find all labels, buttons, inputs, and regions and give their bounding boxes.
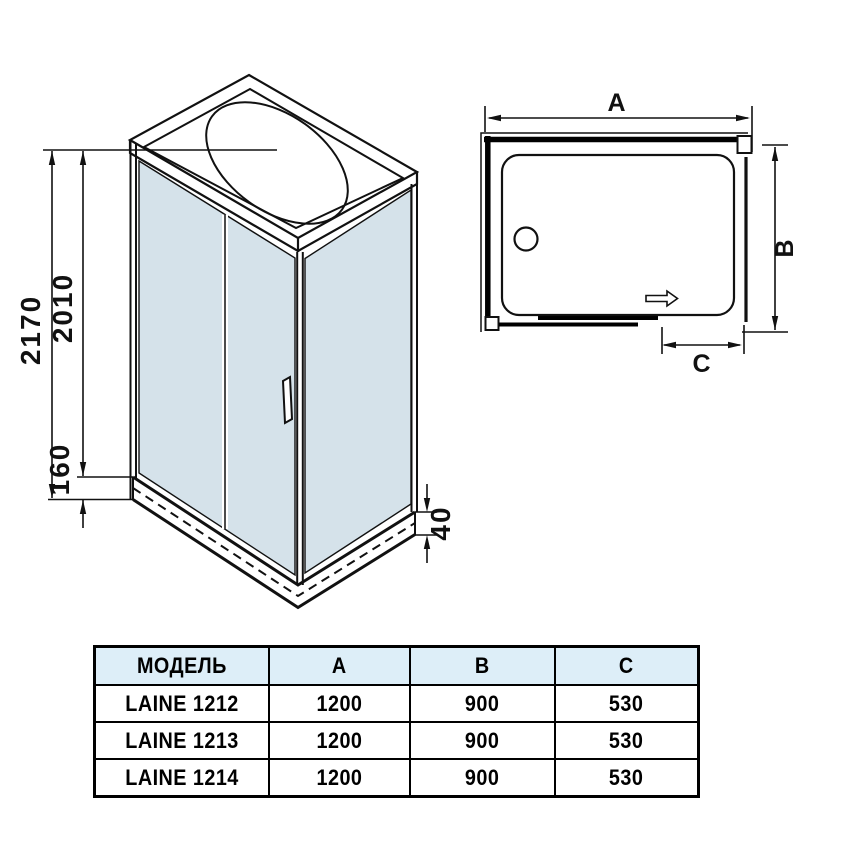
cell-c: 530 [553, 758, 700, 798]
cell-a: 1200 [267, 758, 411, 798]
arrow-down-icon [771, 316, 779, 330]
cell-c: 530 [553, 684, 700, 723]
slide-direction-arrow-icon [645, 289, 679, 308]
dim-40-label: 40 [425, 505, 456, 540]
cell-model: LAINE 1214 [93, 758, 270, 798]
cell-b: 900 [408, 758, 556, 798]
arrow-right-icon [736, 114, 750, 122]
cell-c: 530 [553, 721, 700, 760]
models-table: МОДЕЛЬ A B C LAINE 1212 1200 900 530 LAI… [93, 645, 700, 798]
plan-tray-outline [500, 153, 736, 317]
value-c: 530 [609, 690, 644, 716]
cabin-roof [127, 73, 420, 253]
arrow-down-icon [48, 484, 56, 498]
side-glass-panel [304, 188, 412, 575]
dimension-160: 160 [44, 443, 87, 528]
shower-tray [132, 475, 416, 610]
cell-a: 1200 [267, 684, 411, 723]
model-name: LAINE 1214 [125, 764, 239, 790]
table-header-a: A [267, 645, 411, 686]
arrow-left-icon [662, 341, 676, 349]
table-header-row: МОДЕЛЬ A B C [93, 645, 700, 686]
dim-160-label: 160 [44, 443, 75, 496]
table-header-c: C [553, 645, 700, 686]
table-row: LAINE 1212 1200 900 530 [93, 684, 700, 723]
bottom-left-profile [484, 316, 500, 331]
header-c-label: C [618, 653, 634, 678]
plan-view: A B C [480, 89, 799, 378]
value-a: 1200 [316, 727, 362, 753]
value-a: 1200 [316, 764, 362, 790]
wall-outer-outline [480, 132, 748, 332]
plan-walls [480, 132, 753, 332]
frame-posts [129, 140, 418, 585]
iso-view: 2170 2010 160 40 [15, 73, 456, 610]
header-a-label: A [331, 653, 347, 678]
top-right-profile [736, 135, 753, 154]
cell-b: 900 [408, 684, 556, 723]
model-name: LAINE 1213 [125, 727, 239, 753]
dim-c-label: C [692, 350, 711, 378]
cell-b: 900 [408, 721, 556, 760]
dim-2170-label: 2170 [15, 295, 46, 365]
model-name: LAINE 1212 [125, 690, 239, 716]
dimension-40: 40 [415, 484, 456, 563]
dim-b-label: B [771, 238, 799, 257]
value-c: 530 [609, 764, 644, 790]
tray-dashed-line [132, 487, 416, 598]
arrow-down-icon [423, 498, 431, 512]
arrow-up-icon [79, 151, 87, 165]
header-b-label: B [474, 653, 490, 678]
dimension-b: B [742, 144, 799, 333]
glass-panels [138, 159, 412, 577]
value-b: 900 [464, 764, 500, 790]
arrow-up-icon [48, 151, 56, 165]
dimension-2010: 2010 [47, 151, 133, 478]
value-a: 1200 [316, 690, 362, 716]
dimension-2170: 2170 [15, 149, 277, 501]
dim-2010-label: 2010 [47, 273, 78, 343]
arrow-up-icon [423, 535, 431, 549]
roof-dome-oval [205, 101, 349, 225]
dimension-a: A [484, 89, 753, 152]
value-b: 900 [464, 727, 500, 753]
arrow-down-icon [79, 462, 87, 476]
table-row: LAINE 1213 1200 900 530 [93, 721, 700, 760]
cell-a: 1200 [267, 721, 411, 760]
dim-a-label: A [607, 89, 626, 117]
arrow-up-icon [79, 500, 87, 514]
table-header-model: МОДЕЛЬ [93, 645, 270, 686]
cell-model: LAINE 1213 [93, 721, 270, 760]
dimension-c: C [661, 325, 745, 378]
door-handle-icon [281, 375, 294, 425]
value-b: 900 [464, 690, 500, 716]
cell-model: LAINE 1212 [93, 684, 270, 723]
value-c: 530 [609, 727, 644, 753]
arrow-up-icon [771, 147, 779, 161]
tray-bottom-edge [132, 498, 416, 610]
drain-icon [513, 226, 539, 252]
front-glass-panel [138, 159, 296, 577]
header-model-label: МОДЕЛЬ [136, 653, 227, 678]
table-header-b: B [408, 645, 556, 686]
roof-inner-outline [141, 87, 406, 230]
arrow-right-icon [728, 341, 742, 349]
arrow-left-icon [487, 114, 501, 122]
tray-top-edge [132, 475, 416, 587]
table-row: LAINE 1214 1200 900 530 [93, 758, 700, 798]
